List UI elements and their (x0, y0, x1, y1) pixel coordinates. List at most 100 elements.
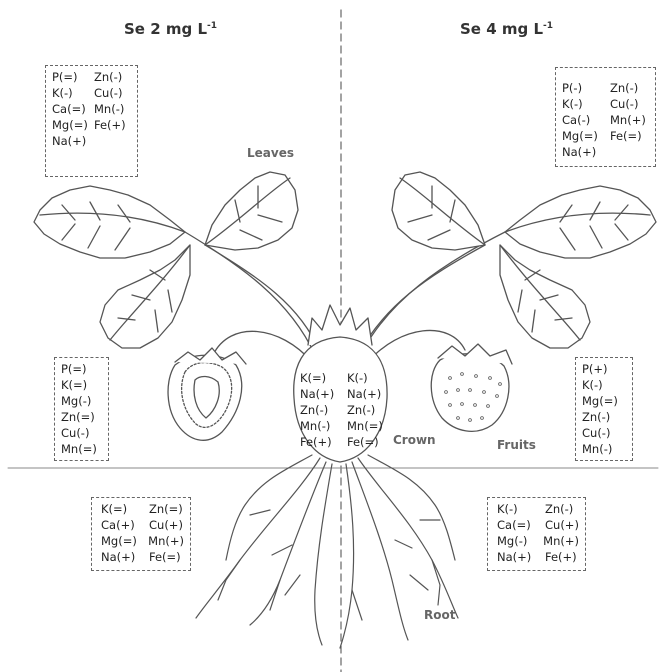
leaf-right-top (392, 172, 485, 250)
nutrient: Mn(=) (61, 441, 102, 457)
roots (196, 455, 458, 648)
nutrient: Zn(-) (610, 80, 638, 96)
stem-left-b (205, 245, 320, 352)
nutrient: Zn(-) (94, 69, 122, 85)
nutrient: Cu(-) (610, 96, 638, 112)
stem-left (185, 232, 315, 355)
nutrient: Ca(+) (101, 517, 149, 533)
nutrient: Ca(-) (562, 112, 610, 128)
nutrient-row: Mg(-)Mn(+) (497, 533, 579, 549)
se4-heading-sup: -1 (543, 21, 553, 31)
fruits-label: Fruits (497, 438, 536, 452)
nutrient: Mg(=) (52, 117, 94, 133)
nutrient: P(=) (61, 361, 102, 377)
nutrient: Na(+) (300, 386, 334, 402)
nutrient-row: Ca(=)Mn(-) (52, 101, 131, 117)
nutrient: Fe(+) (300, 434, 334, 450)
nutrient: K(=) (300, 370, 334, 386)
nutrient: Ca(=) (497, 517, 545, 533)
nutrient-row: Na(+)Fe(=) (101, 549, 184, 565)
se2-heading-sup: -1 (207, 21, 217, 31)
leaf-right-upper (505, 186, 656, 258)
nutrient: Na(+) (101, 549, 149, 565)
nutrient: K(-) (52, 85, 94, 101)
nutrient: Na(+) (497, 549, 545, 565)
nutrient-row: K(-)Cu(-) (562, 96, 649, 112)
nutrient: Fe(=) (149, 549, 181, 565)
se4-leaves-box: P(-)Zn(-) K(-)Cu(-) Ca(-)Mn(+) Mg(=)Fe(=… (555, 67, 656, 167)
nutrient: Fe(+) (94, 117, 126, 133)
nutrient: P(+) (582, 361, 626, 377)
se2-heading-text: Se 2 mg L (124, 20, 207, 38)
crown-label: Crown (393, 433, 436, 447)
nutrient: Zn(-) (545, 501, 573, 517)
nutrient-row: Mg(=)Fe(=) (562, 128, 649, 144)
nutrient: Cu(-) (61, 425, 102, 441)
leaf-left-lower (100, 245, 190, 348)
nutrient-row: Na(+) (562, 144, 649, 160)
nutrient: Mn(+) (148, 533, 184, 549)
nutrient: Zn(=) (149, 501, 183, 517)
nutrient: Cu(-) (94, 85, 122, 101)
se4-crown-list: K(-) Na(+) Zn(-) Mn(=) Fe(=) (347, 370, 383, 450)
nutrient-row: K(-)Zn(-) (497, 501, 579, 517)
nutrient: Mn(-) (582, 441, 626, 457)
leaf-right-lower (500, 245, 590, 348)
fruit-right (431, 354, 509, 432)
leaf-left-top (205, 172, 298, 250)
se2-crown-list: K(=) Na(+) Zn(-) Mn(-) Fe(+) (300, 370, 334, 450)
nutrient: Zn(=) (61, 409, 102, 425)
se4-fruits-box: P(+) K(-) Mg(=) Zn(-) Cu(-) Mn(-) (575, 357, 633, 461)
nutrient: Mg(=) (562, 128, 610, 144)
nutrient: K(-) (497, 501, 545, 517)
nutrient-row: Ca(-)Mn(+) (562, 112, 649, 128)
nutrient: Na(+) (347, 386, 383, 402)
nutrient: Na(+) (562, 144, 610, 160)
se2-leaves-box: P(=)Zn(-) K(-)Cu(-) Ca(=)Mn(-) Mg(=)Fe(+… (45, 65, 138, 177)
nutrient-row: Mg(=)Mn(+) (101, 533, 184, 549)
nutrient: Zn(-) (347, 402, 383, 418)
nutrient: Fe(+) (545, 549, 577, 565)
nutrient-row: K(-)Cu(-) (52, 85, 131, 101)
nutrient: Cu(+) (545, 517, 579, 533)
nutrient: Na(+) (52, 133, 94, 149)
stem-right-b (358, 245, 485, 355)
nutrient: P(-) (562, 80, 610, 96)
nutrient: Cu(-) (582, 425, 626, 441)
nutrient: Mn(+) (543, 533, 579, 549)
nutrient: K(-) (582, 377, 626, 393)
nutrient: Ca(=) (52, 101, 94, 117)
nutrient: Mg(=) (101, 533, 148, 549)
nutrient: Zn(-) (582, 409, 626, 425)
nutrient-row: Ca(=)Cu(+) (497, 517, 579, 533)
nutrient-row: P(=)Zn(-) (52, 69, 131, 85)
nutrient: K(=) (101, 501, 149, 517)
nutrient: Zn(-) (300, 402, 334, 418)
root-label: Root (424, 608, 455, 622)
se4-heading: Se 4 mg L-1 (460, 20, 553, 38)
se2-heading: Se 2 mg L-1 (124, 20, 217, 38)
leaf-left-upper (34, 186, 185, 258)
stem-right (362, 232, 505, 352)
nutrient: Fe(=) (347, 434, 383, 450)
nutrient-row: K(=)Zn(=) (101, 501, 184, 517)
nutrient: Mg(-) (61, 393, 102, 409)
nutrient: Mn(=) (347, 418, 383, 434)
se2-root-box: K(=)Zn(=) Ca(+)Cu(+) Mg(=)Mn(+) Na(+)Fe(… (91, 497, 191, 571)
nutrient: K(=) (61, 377, 102, 393)
nutrient: Mn(-) (94, 101, 124, 117)
nutrient: Mn(+) (610, 112, 646, 128)
nutrient-row: Na(+)Fe(+) (497, 549, 579, 565)
nutrient-row: Ca(+)Cu(+) (101, 517, 184, 533)
leaves-label: Leaves (247, 146, 294, 160)
se2-fruits-box: P(=) K(=) Mg(-) Zn(=) Cu(-) Mn(=) (54, 357, 109, 461)
nutrient: Mg(-) (497, 533, 543, 549)
se4-heading-text: Se 4 mg L (460, 20, 543, 38)
nutrient: Cu(+) (149, 517, 183, 533)
nutrient: Mn(-) (300, 418, 334, 434)
nutrient-row: P(-)Zn(-) (562, 80, 649, 96)
se4-root-box: K(-)Zn(-) Ca(=)Cu(+) Mg(-)Mn(+) Na(+)Fe(… (487, 497, 586, 571)
nutrient: K(-) (562, 96, 610, 112)
nutrient: K(-) (347, 370, 383, 386)
